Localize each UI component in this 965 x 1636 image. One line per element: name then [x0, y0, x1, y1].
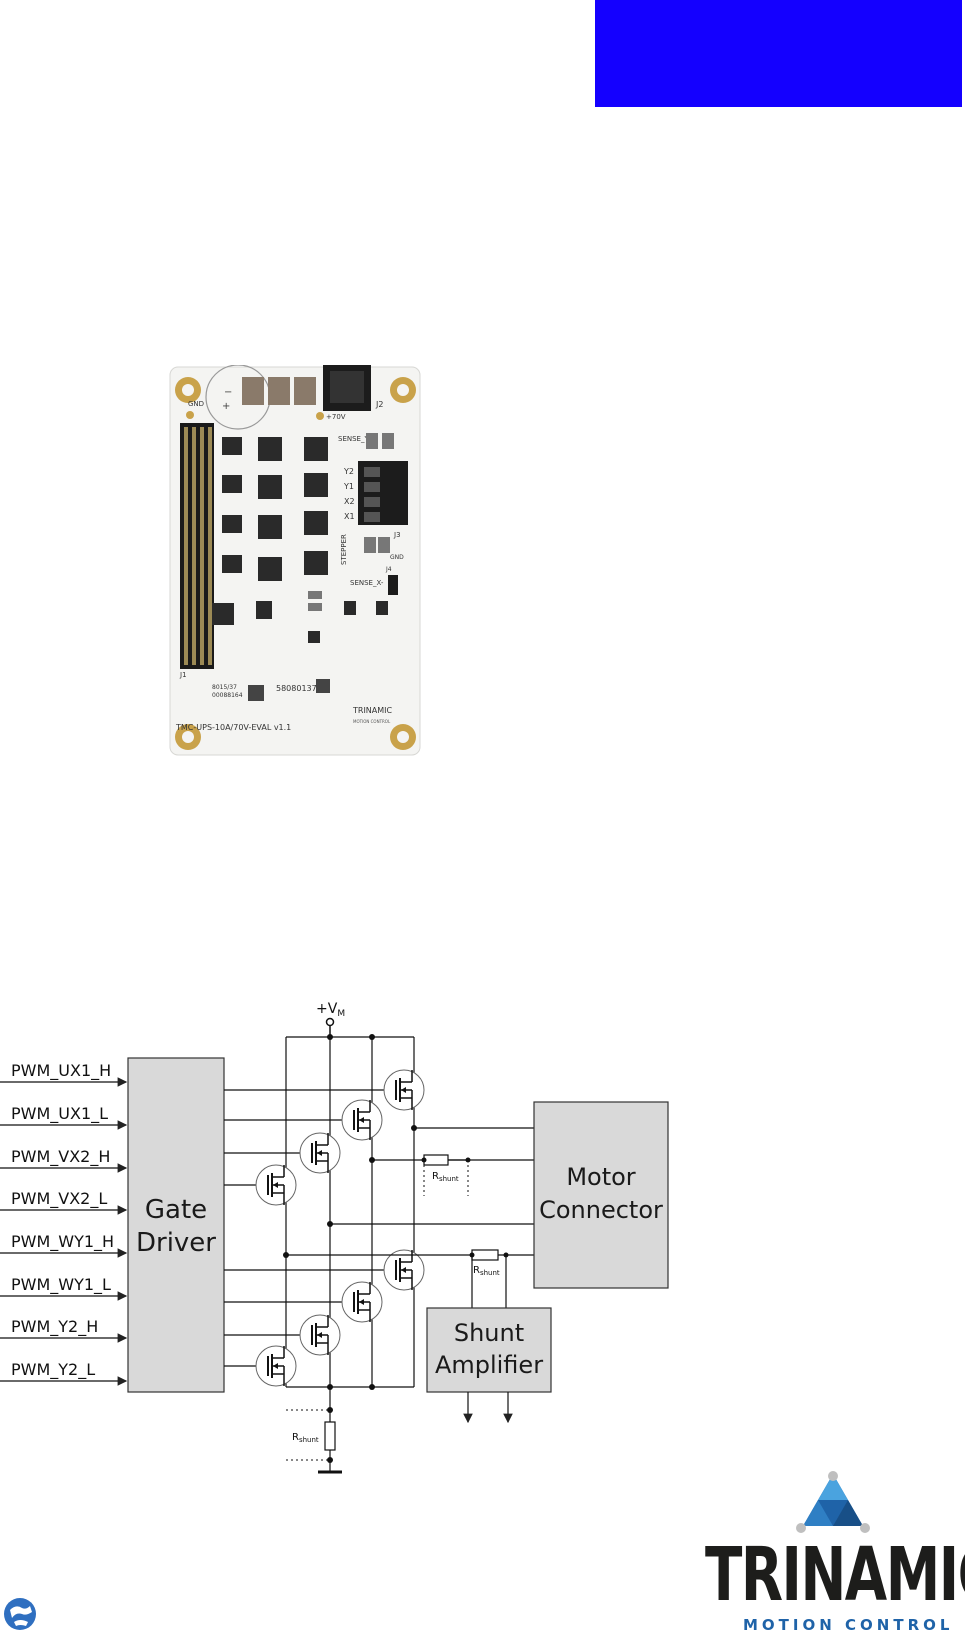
svg-text:+: + — [222, 401, 230, 412]
footer-globe-icon — [2, 1596, 38, 1632]
board-brand: TRINAMIC — [352, 706, 393, 715]
logo-wordmark: TRINAMIC — [705, 1532, 965, 1618]
y1-label: Y1 — [343, 482, 354, 491]
input-label-vx2-l: PWM_VX2_L — [11, 1189, 107, 1209]
gate-driver-label-1: Gate — [145, 1195, 207, 1225]
batch-label-1: 8015/37 — [212, 684, 237, 691]
logo-triangle-icon — [796, 1471, 870, 1533]
svg-text:−: − — [224, 387, 232, 398]
input-label-ux1-h: PWM_UX1_H — [11, 1061, 111, 1081]
j3-label: J3 — [393, 531, 401, 539]
block-diagram: +VM Gate Driver PWM_UX1_H PWM_UX1_L PWM_… — [0, 990, 680, 1495]
rshunt-label-3: Rshunt — [292, 1432, 319, 1444]
vplus-label: +70V — [326, 413, 346, 421]
j4-label: J4 — [385, 566, 392, 573]
shunt-amplifier-label-1: Shunt — [454, 1319, 524, 1347]
board-brand-sub: MOTION CONTROL — [353, 719, 391, 724]
board-photo: − + J2 +70V GND J1 Y2 Y1 X2 X1 J3 GND SE… — [168, 365, 428, 760]
input-label-y2-l: PWM_Y2_L — [11, 1360, 95, 1380]
y2-label: Y2 — [343, 467, 354, 476]
x2-label: X2 — [344, 497, 355, 506]
motor-connector-label-2: Connector — [539, 1196, 663, 1224]
trinamic-logo: TRINAMIC MOTION CONTROL — [705, 1468, 965, 1634]
motor-connector-label-1: Motor — [566, 1163, 635, 1191]
vm-label: +VM — [316, 1001, 345, 1019]
serial-label: 58080137 — [276, 684, 317, 693]
rshunt-label-1: Rshunt — [432, 1171, 459, 1183]
shunt-amplifier-label-2: Amplifier — [435, 1351, 543, 1379]
input-label-ux1-l: PWM_UX1_L — [11, 1104, 108, 1124]
board-name-label: TMC-UPS-10A/70V-EVAL v1.1 — [175, 723, 291, 732]
j1-label: J1 — [179, 671, 187, 679]
gnd-label-2: GND — [390, 554, 404, 561]
input-label-vx2-h: PWM_VX2_H — [11, 1147, 110, 1167]
stepper-label: STEPPER — [340, 534, 348, 565]
sense-x-label: SENSE_X- — [350, 579, 384, 587]
batch-label-2: 00088164 — [212, 692, 243, 699]
sense-y-label: SENSE_Y- — [338, 435, 371, 443]
j2-label: J2 — [375, 400, 383, 409]
gate-driver-label-2: Driver — [136, 1228, 216, 1258]
x1-label: X1 — [344, 512, 355, 521]
input-label-y2-h: PWM_Y2_H — [11, 1317, 98, 1337]
input-label-wy1-l: PWM_WY1_L — [11, 1275, 111, 1295]
rshunt-label-2: Rshunt — [473, 1265, 500, 1277]
gnd-label: GND — [188, 400, 204, 408]
header-color-block — [595, 0, 962, 107]
logo-tagline: MOTION CONTROL — [743, 1616, 954, 1634]
input-label-wy1-h: PWM_WY1_H — [11, 1232, 114, 1252]
